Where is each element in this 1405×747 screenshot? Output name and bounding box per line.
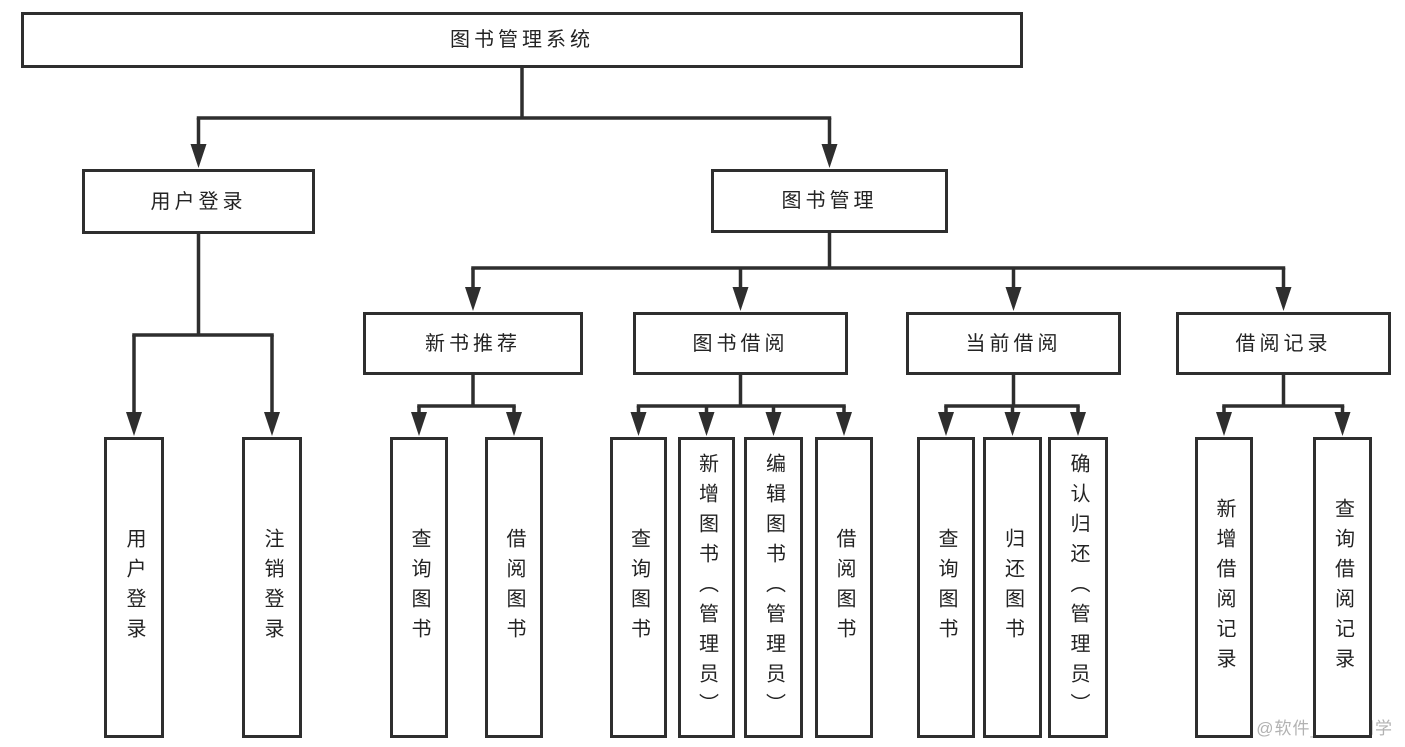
node-label-leaf-logout: 注销登录: [261, 527, 283, 648]
connector-group-current-borrow: [938, 375, 1086, 436]
node-label-new-book-rec: 新书推荐: [425, 332, 521, 355]
node-label-bb-borrow: 借阅图书: [833, 527, 855, 648]
node-rb-query: 查询借阅记录: [1313, 437, 1372, 738]
node-label-book-mgmt: 图书管理: [781, 190, 878, 212]
connector-group-book-borrow: [630, 375, 852, 436]
connector-group-book-mgmt: [465, 233, 1292, 311]
node-nb-borrow: 借阅图书: [485, 437, 543, 738]
connector-group-system: [190, 68, 838, 168]
node-label-borrow-records: 借阅记录: [1235, 332, 1332, 355]
arrowhead-icon: [465, 287, 481, 311]
connector-group-borrow-records: [1216, 375, 1351, 436]
node-label-system: 图书管理系统: [450, 29, 594, 51]
arrowhead-icon: [836, 412, 852, 436]
node-system: 图书管理系统: [21, 12, 1023, 68]
arrowhead-icon: [938, 412, 954, 436]
node-label-user-login: 用户登录: [150, 190, 247, 213]
arrowhead-icon: [1070, 412, 1086, 436]
node-rb-add: 新增借阅记录: [1195, 437, 1253, 738]
arrowhead-icon: [411, 412, 427, 436]
node-label-bb-add: 新增图书（管理员）: [695, 452, 718, 723]
node-bb-borrow: 借阅图书: [815, 437, 873, 738]
node-book-mgmt: 图书管理: [711, 169, 948, 233]
arrowhead-icon: [264, 412, 280, 436]
node-cb-return: 归还图书: [983, 437, 1042, 738]
node-leaf-logout: 注销登录: [242, 437, 302, 738]
node-bb-add: 新增图书（管理员）: [678, 437, 735, 738]
node-user-login: 用户登录: [82, 169, 315, 234]
node-label-current-borrow: 当前借阅: [965, 332, 1062, 355]
node-leaf-login: 用户登录: [104, 437, 164, 738]
arrowhead-icon: [190, 144, 207, 168]
node-label-cb-query: 查询图书: [935, 527, 957, 648]
arrowhead-icon: [732, 287, 749, 311]
connector-group-new-book-rec: [411, 375, 522, 436]
node-label-bb-query: 查询图书: [627, 527, 650, 648]
node-borrow-records: 借阅记录: [1176, 312, 1391, 375]
arrowhead-icon: [1334, 412, 1351, 436]
arrowhead-icon: [506, 412, 522, 436]
node-label-nb-query: 查询图书: [408, 527, 430, 648]
arrowhead-icon: [1004, 412, 1021, 436]
node-cb-confirm: 确认归还（管理员）: [1048, 437, 1108, 738]
node-label-leaf-login: 用户登录: [123, 527, 145, 648]
arrowhead-icon: [1005, 287, 1022, 311]
node-label-rb-query: 查询借阅记录: [1331, 497, 1354, 678]
arrowhead-icon: [126, 412, 142, 436]
arrowhead-icon: [698, 412, 715, 436]
node-bb-edit: 编辑图书（管理员）: [744, 437, 803, 738]
node-label-nb-borrow: 借阅图书: [503, 527, 525, 648]
node-label-cb-confirm: 确认归还（管理员）: [1067, 452, 1089, 723]
node-book-borrow: 图书借阅: [633, 312, 848, 375]
arrowhead-icon: [765, 412, 782, 436]
node-bb-query: 查询图书: [610, 437, 667, 738]
node-label-book-borrow: 图书借阅: [692, 332, 789, 355]
arrowhead-icon: [630, 412, 647, 436]
node-nb-query: 查询图书: [390, 437, 448, 738]
node-current-borrow: 当前借阅: [906, 312, 1121, 375]
arrowhead-icon: [1275, 287, 1292, 311]
node-label-bb-edit: 编辑图书（管理员）: [762, 452, 785, 723]
node-label-cb-return: 归还图书: [1001, 527, 1024, 648]
node-cb-query: 查询图书: [917, 437, 975, 738]
node-new-book-rec: 新书推荐: [363, 312, 583, 375]
arrowhead-icon: [1216, 412, 1232, 436]
arrowhead-icon: [821, 144, 838, 168]
node-label-rb-add: 新增借阅记录: [1213, 497, 1235, 678]
connector-group-user-login: [126, 234, 280, 436]
